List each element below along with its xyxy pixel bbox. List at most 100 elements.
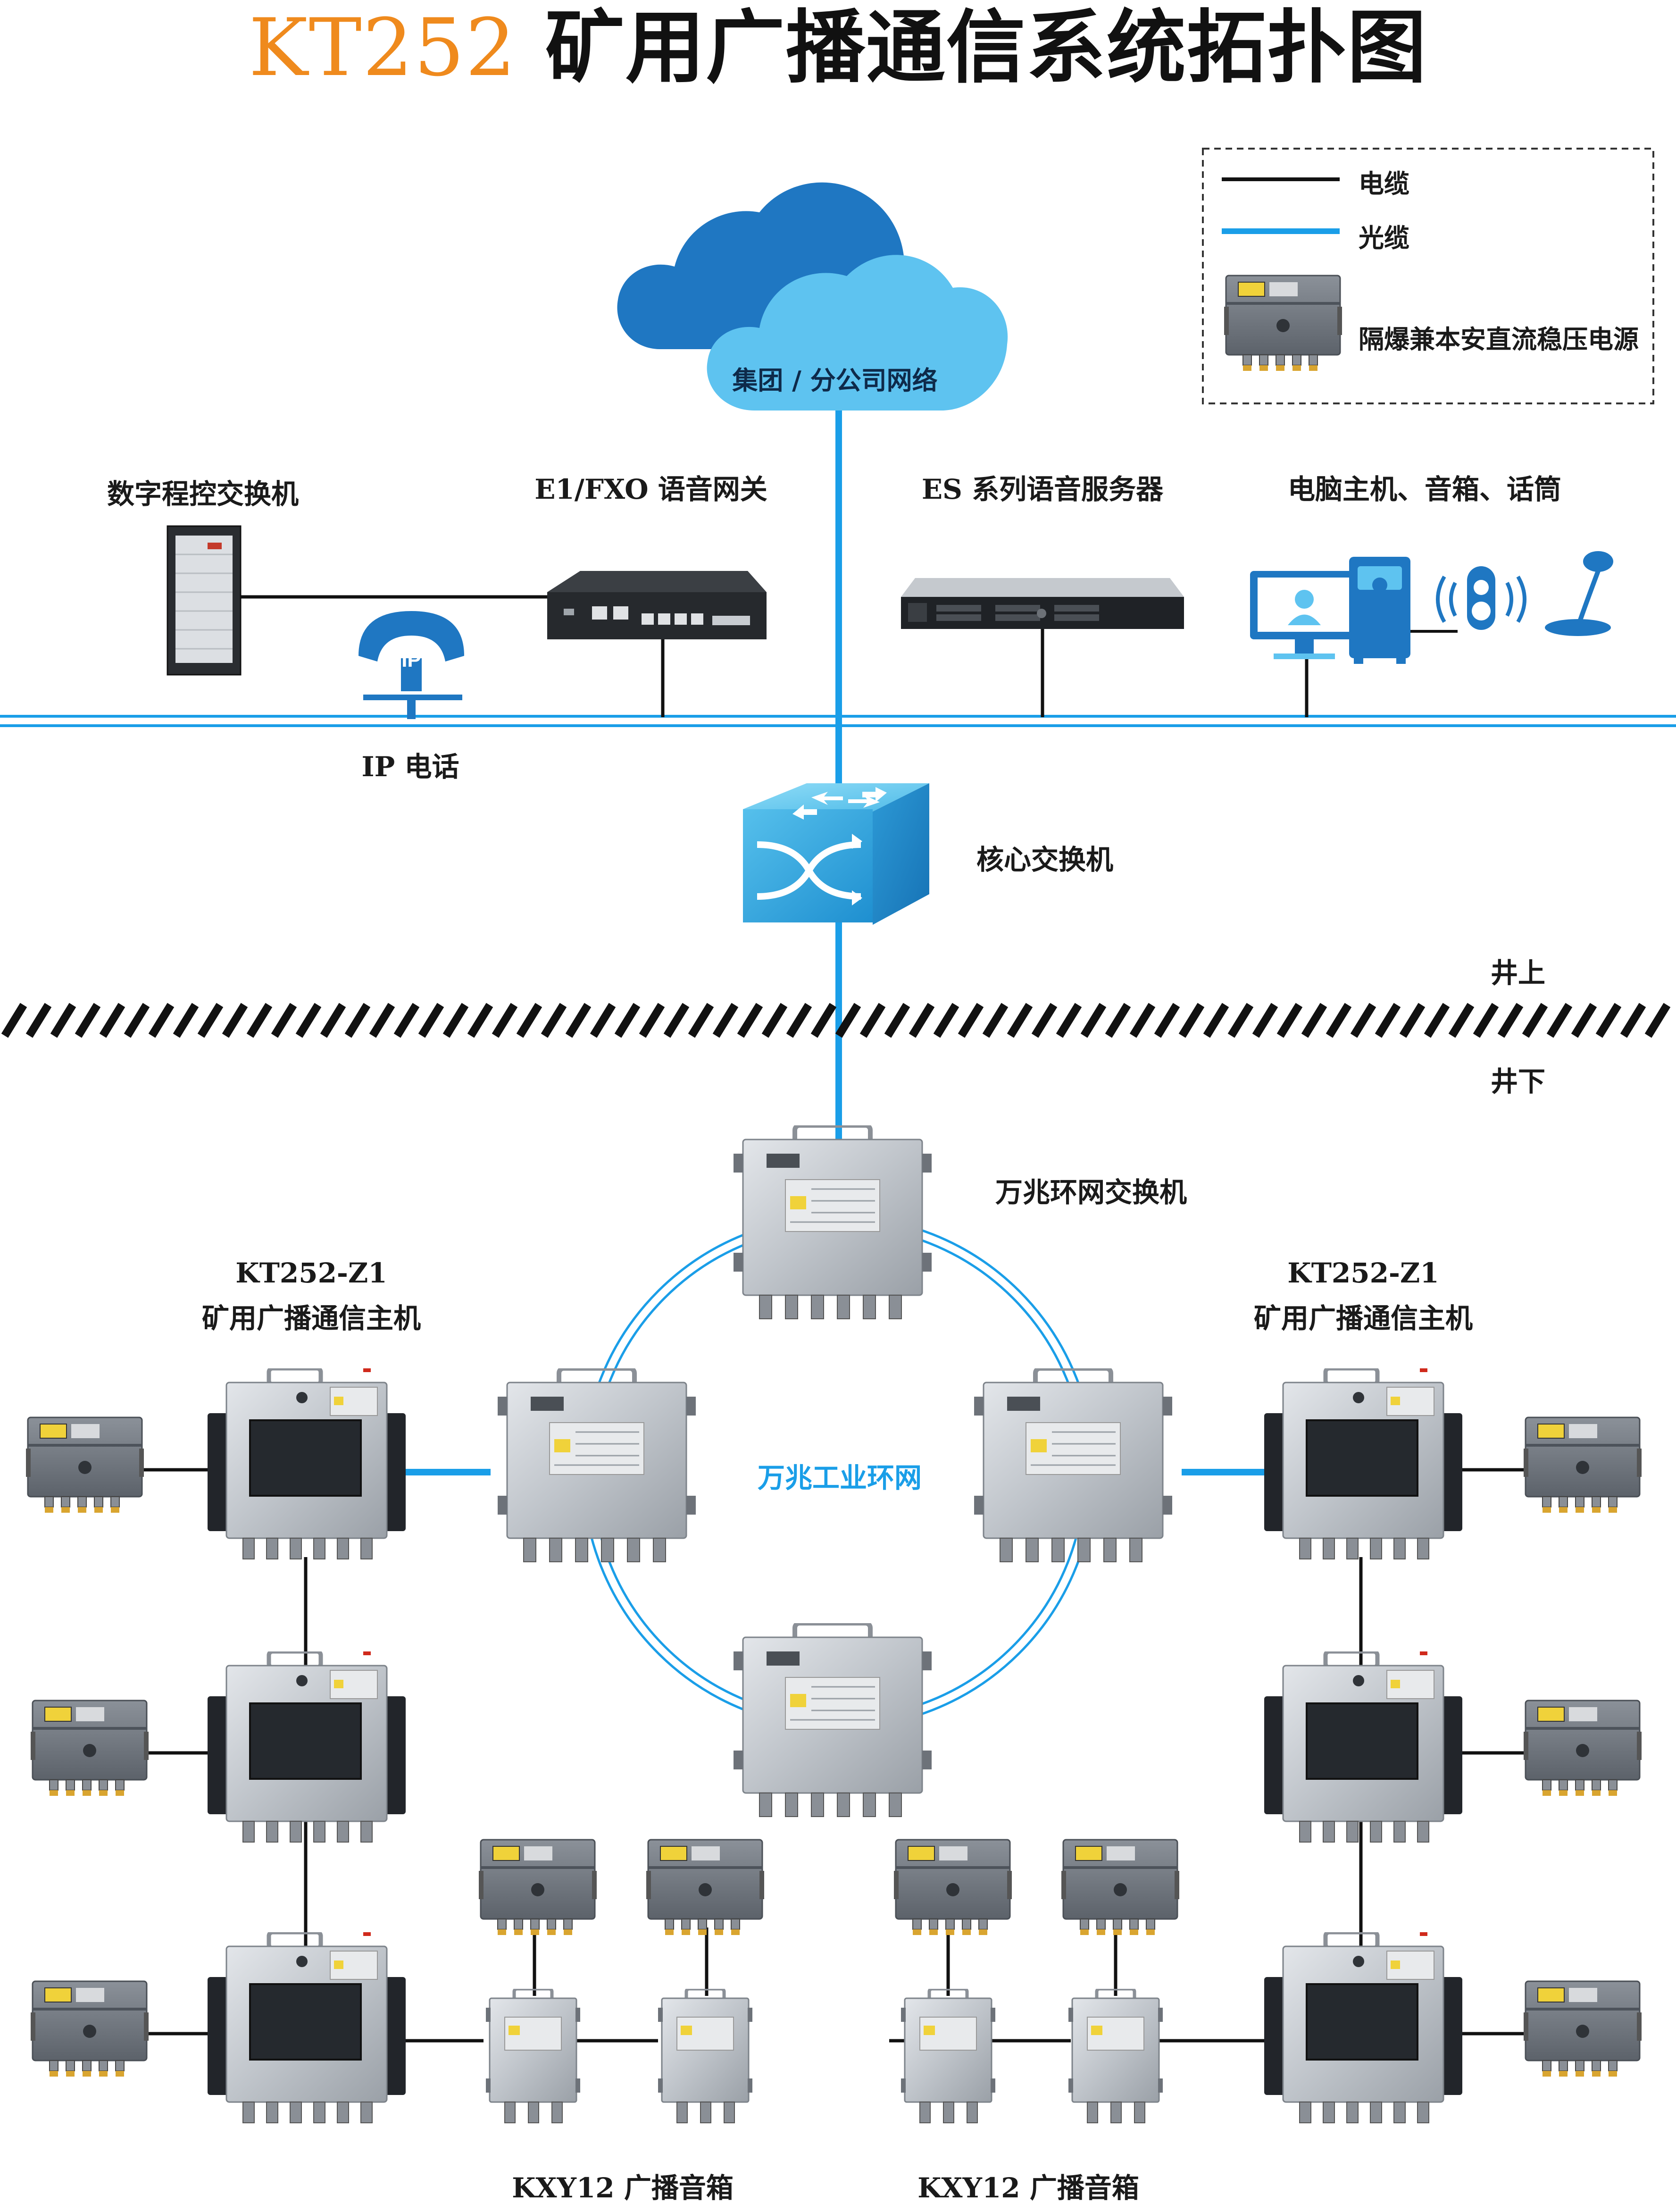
hatch-stroke (442, 1003, 469, 1038)
hatch-stroke (418, 1003, 444, 1038)
hatch-stroke (1105, 1003, 1131, 1038)
speaker-left-label: KXY12 广播音箱 (512, 2172, 734, 2204)
ip-phone-icon (359, 611, 464, 719)
host-right-model: KT252-Z1 (1287, 1257, 1439, 1289)
hatch-stroke (492, 1003, 518, 1038)
hatch-stroke (1497, 1003, 1524, 1038)
above-ground-label: 井上 (1491, 957, 1546, 989)
hatch-stroke (1007, 1003, 1033, 1038)
speaker-cables (399, 1927, 1274, 2043)
hatch-stroke (712, 1003, 739, 1038)
psu-speaker-4 (1061, 1839, 1179, 1936)
psu-right-2 (1524, 1700, 1642, 1797)
hatch-stroke (1276, 1003, 1303, 1038)
hatch-stroke (1227, 1003, 1254, 1038)
psu-speaker-2 (646, 1839, 764, 1936)
hatch-stroke (1203, 1003, 1229, 1038)
psu-host-cables (142, 1468, 1531, 2036)
hatch-stroke (1620, 1003, 1646, 1038)
hatch-stroke (1546, 1003, 1573, 1038)
hatch-stroke (75, 1003, 101, 1038)
psu-left-3 (31, 1980, 149, 2078)
hatch-stroke (590, 1003, 616, 1038)
ring-network-label: 万兆工业环网 (757, 1462, 922, 1494)
host-right-name: 矿用广播通信主机 (1253, 1302, 1473, 1334)
hatch-stroke (933, 1003, 959, 1038)
host-right-2 (1264, 1644, 1462, 1842)
hatch-stroke (835, 1003, 861, 1038)
speaker-box-1 (486, 1989, 580, 2123)
hatch-stroke (786, 1003, 812, 1038)
host-left-2 (208, 1644, 406, 1842)
hatch-stroke (222, 1003, 248, 1038)
hatch-stroke (344, 1003, 371, 1038)
hatch-stroke (1129, 1003, 1156, 1038)
psu-right-3 (1524, 1980, 1642, 2078)
psu-right-1 (1524, 1416, 1642, 1514)
hatch-stroke (1571, 1003, 1597, 1038)
hatch-stroke (393, 1003, 420, 1038)
ring-switch-top (734, 1125, 932, 1319)
hatch-stroke (246, 1003, 273, 1038)
host-right-label: KT252-Z1 矿用广播通信主机 (1212, 1250, 1514, 1341)
host-right-1 (1264, 1361, 1462, 1559)
hatch-stroke (1350, 1003, 1376, 1038)
server-label: ES 系列语音服务器 (921, 473, 1164, 505)
hatch-stroke (1178, 1003, 1205, 1038)
hatch-stroke (1252, 1003, 1278, 1038)
hatch-stroke (663, 1003, 690, 1038)
below-ground-label: 井下 (1491, 1065, 1546, 1098)
hatch-stroke (565, 1003, 592, 1038)
hatch-stroke (1326, 1003, 1352, 1038)
speaker-box-3 (901, 1989, 995, 2123)
pc-label: 电脑主机、音箱、话筒 (1287, 473, 1561, 505)
host-left-name: 矿用广播通信主机 (201, 1302, 421, 1334)
cloud-icon (617, 182, 1008, 411)
hatch-stroke (271, 1003, 297, 1038)
psu-speaker-1 (479, 1839, 597, 1936)
hatch-stroke (1056, 1003, 1082, 1038)
hatch-stroke (859, 1003, 886, 1038)
ip-phone-label: IP 电话 (361, 751, 459, 783)
hatch-stroke (1154, 1003, 1180, 1038)
speaker-box-4 (1068, 1989, 1163, 2123)
legend-fiber-label: 光缆 (1359, 223, 1409, 253)
hatch-stroke (1644, 1003, 1671, 1038)
psu-left-1 (26, 1416, 144, 1514)
voice-server-icon (901, 578, 1184, 629)
speaker-right-label: KXY12 广播音箱 (917, 2172, 1139, 2204)
title-model: KT252 (249, 1, 517, 94)
hatch-stroke (761, 1003, 788, 1038)
ring-switch-right (974, 1368, 1172, 1562)
hatch-stroke (737, 1003, 763, 1038)
ground-boundary (1, 1003, 1671, 1038)
title-main: 矿用广播通信系统拓扑图 (517, 0, 1427, 94)
hatch-stroke (958, 1003, 984, 1038)
hatch-stroke (148, 1003, 175, 1038)
hatch-stroke (639, 1003, 665, 1038)
hatch-stroke (909, 1003, 935, 1038)
speaker-box-2 (658, 1989, 752, 2123)
psu-left-2 (31, 1700, 149, 1797)
hatch-stroke (1473, 1003, 1499, 1038)
hatch-stroke (50, 1003, 76, 1038)
host-left-3 (208, 1925, 406, 2123)
core-switch-label: 核心交换机 (976, 844, 1114, 876)
pbx-label: 数字程控交换机 (107, 478, 299, 510)
hatch-stroke (1399, 1003, 1426, 1038)
hatch-stroke (467, 1003, 493, 1038)
hatch-stroke (1595, 1003, 1622, 1038)
ring-switch-left (498, 1368, 696, 1562)
pc-set-icon (1250, 551, 1613, 664)
gateway-label: E1/FXO 语音网关 (534, 473, 767, 505)
pbx-rack-icon (167, 525, 242, 676)
hatch-stroke (810, 1003, 837, 1038)
host-right-3 (1264, 1925, 1462, 2123)
hatch-stroke (516, 1003, 542, 1038)
page-title: KT252 矿用广播通信系统拓扑图 (0, 5, 1676, 90)
hatch-stroke (884, 1003, 910, 1038)
legend-cable-label: 电缆 (1359, 168, 1409, 199)
hatch-stroke (1, 1003, 27, 1038)
hatch-stroke (982, 1003, 1009, 1038)
